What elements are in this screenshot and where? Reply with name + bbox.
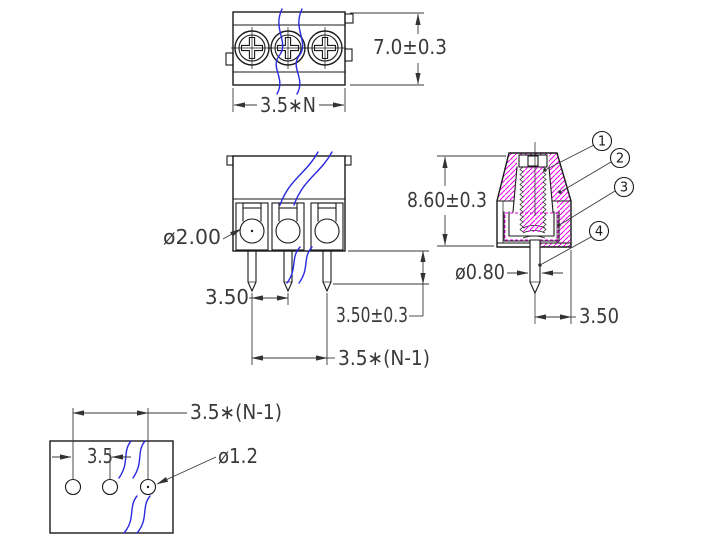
callout-1-label: 1 <box>598 135 606 150</box>
dim-hole-span: 3.5∗(N-1) <box>72 400 282 480</box>
break-line <box>123 495 138 534</box>
dim-pin-length: 3.50±0.3 <box>333 250 429 327</box>
dim-text-side-height: 8.60±0.3 <box>407 188 487 212</box>
callout-4-label: 4 <box>595 225 603 240</box>
side-solder-pin <box>529 239 541 295</box>
solder-pin-1 <box>247 250 257 293</box>
dim-hole-dia: ø1.2 <box>156 444 258 485</box>
dim-side-height: 8.60±0.3 <box>407 155 506 247</box>
front-view: ø2.00 3.50 3.50±0.3 3.5∗(N-1) <box>163 151 430 370</box>
callouts: 1 2 3 4 <box>538 130 635 267</box>
pcb-hole-1 <box>64 478 82 496</box>
dim-text-hole-pitch: 3.5 <box>87 444 113 468</box>
dim-text-pin-dia: ø0.80 <box>455 260 505 284</box>
dim-text-hole-dia: ø1.2 <box>218 444 258 468</box>
dim-pin-offset: 3.50 <box>534 250 619 328</box>
dim-pin-pitch: 3.50 <box>205 285 328 365</box>
dim-text-wire-hole: ø2.00 <box>163 225 221 249</box>
callout-2: 2 <box>609 147 631 169</box>
screw-slot <box>527 155 539 167</box>
solder-pin-2 <box>283 250 293 293</box>
dim-text-pin-length: 3.50±0.3 <box>336 303 408 327</box>
dim-text-pin-span: 3.5∗(N-1) <box>338 346 430 370</box>
terminal-cell-1 <box>235 202 269 251</box>
top-view: 7.0±0.3 3.5∗N <box>225 8 447 117</box>
dim-top-height: 7.0±0.3 <box>350 12 447 86</box>
dim-text-pin-pitch: 3.50 <box>205 285 249 309</box>
solder-pin-3 <box>322 250 332 293</box>
screw-head-1 <box>231 27 273 69</box>
callout-3: 3 <box>613 176 635 198</box>
break-line <box>298 246 313 284</box>
break-line <box>279 151 319 206</box>
callout-1: 1 <box>591 130 613 152</box>
callout-3-label: 3 <box>620 181 628 196</box>
pcb-hole-2 <box>101 478 119 496</box>
dim-pin-dia: ø0.80 <box>455 260 563 284</box>
side-section-view: 1 2 3 4 8.60±0.3 ø0. <box>407 130 635 328</box>
break-line <box>295 8 304 95</box>
break-line <box>136 495 151 534</box>
dim-top-pitch: 3.5∗N <box>232 88 346 117</box>
phillips-slot-icon <box>240 36 264 60</box>
break-line <box>275 8 284 95</box>
break-line <box>293 151 333 206</box>
phillips-slot-icon <box>313 36 337 60</box>
dim-text-top-pitch: 3.5∗N <box>260 93 316 117</box>
callout-2-label: 2 <box>616 152 624 167</box>
dim-hole-pitch: 3.5 <box>52 444 131 480</box>
screw-head-3 <box>304 27 346 69</box>
terminal-cell-3 <box>310 202 344 251</box>
dim-text-top-height: 7.0±0.3 <box>373 35 447 59</box>
break-line <box>118 440 132 479</box>
clamp-screw <box>518 154 548 233</box>
mount-tab-right <box>344 48 353 62</box>
dim-pin-span: 3.5∗(N-1) <box>251 346 430 370</box>
break-line <box>132 440 146 479</box>
callout-4: 4 <box>588 220 610 242</box>
bottom-view: 3.5∗(N-1) 3.5 ø1.2 <box>49 400 282 534</box>
dim-wire-hole: ø2.00 <box>163 225 242 249</box>
dim-text-pin-offset: 3.50 <box>579 304 619 328</box>
dim-text-hole-span: 3.5∗(N-1) <box>190 400 282 424</box>
break-line <box>286 246 301 284</box>
phillips-slot-icon <box>276 36 300 60</box>
mount-tab-left <box>225 52 234 66</box>
corner-tab <box>344 13 354 24</box>
terminal-cell-2 <box>271 202 305 251</box>
